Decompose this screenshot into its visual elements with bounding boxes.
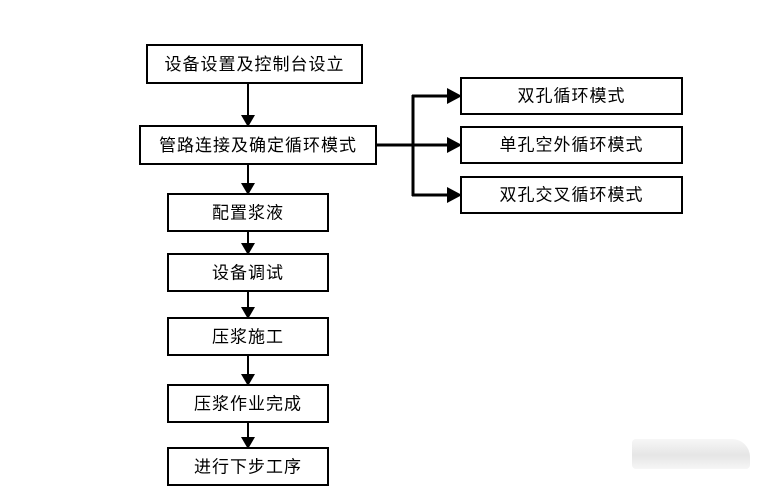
node-next-process[interactable]: 进行下步工序 — [167, 447, 329, 486]
node-pipeline-connection-label: 管路连接及确定循环模式 — [159, 136, 357, 156]
node-dual-hole-circulation[interactable]: 双孔循环模式 — [460, 77, 683, 115]
node-prepare-slurry-label: 配置浆液 — [212, 204, 284, 224]
node-grouting-complete[interactable]: 压浆作业完成 — [167, 384, 329, 423]
node-next-process-label: 进行下步工序 — [194, 458, 302, 478]
node-single-hole-outer-circulation-label: 单孔空外循环模式 — [500, 136, 644, 156]
node-equipment-debug-label: 设备调试 — [212, 264, 284, 284]
node-single-hole-outer-circulation-box[interactable] — [460, 126, 683, 164]
node-dual-hole-circulation-box[interactable] — [460, 77, 683, 115]
node-equipment-setup-label: 设备设置及控制台设立 — [165, 55, 345, 75]
node-next-process-box[interactable] — [167, 447, 329, 486]
node-equipment-setup[interactable]: 设备设置及控制台设立 — [146, 44, 363, 84]
node-dual-hole-cross-circulation-label: 双孔交叉循环模式 — [500, 186, 644, 206]
node-equipment-debug[interactable]: 设备调试 — [167, 253, 329, 292]
node-prepare-slurry[interactable]: 配置浆液 — [167, 193, 329, 232]
arrow-pipeline-to-slurry-icon — [241, 164, 255, 195]
node-grouting-complete-label: 压浆作业完成 — [194, 395, 302, 415]
node-single-hole-outer-circulation[interactable]: 单孔空外循环模式 — [460, 126, 683, 164]
arrow-setup-to-pipeline-icon — [241, 83, 255, 127]
arrow-debug-to-construction-icon — [241, 291, 255, 319]
node-grouting-construction-label: 压浆施工 — [212, 328, 284, 348]
arrow-slurry-to-debug-icon — [241, 231, 255, 255]
node-pipeline-connection-box[interactable] — [139, 125, 377, 165]
node-dual-hole-cross-circulation-box[interactable] — [460, 176, 683, 214]
branch-arrow-middle-icon — [447, 137, 462, 153]
node-equipment-setup-box[interactable] — [146, 44, 363, 84]
node-grouting-complete-box[interactable] — [167, 384, 329, 423]
vertical-arrows-group — [241, 83, 255, 449]
branch-connector-group — [376, 88, 462, 203]
arrow-construction-to-complete-icon — [241, 355, 255, 386]
node-dual-hole-circulation-label: 双孔循环模式 — [518, 87, 626, 107]
branch-arrow-top-icon — [447, 88, 462, 104]
branch-nodes-group: 双孔循环模式 单孔空外循环模式 双孔交叉循环模式 — [460, 77, 683, 214]
arrow-complete-to-next-icon — [241, 422, 255, 449]
node-pipeline-connection[interactable]: 管路连接及确定循环模式 — [139, 125, 377, 165]
node-equipment-debug-box[interactable] — [167, 253, 329, 292]
node-dual-hole-cross-circulation[interactable]: 双孔交叉循环模式 — [460, 176, 683, 214]
main-flow-group: 设备设置及控制台设立 管路连接及确定循环模式 配置浆液 设备调试 压浆施工 压浆… — [139, 44, 377, 486]
node-grouting-construction[interactable]: 压浆施工 — [167, 317, 329, 356]
branch-arrow-bottom-icon — [447, 187, 462, 203]
